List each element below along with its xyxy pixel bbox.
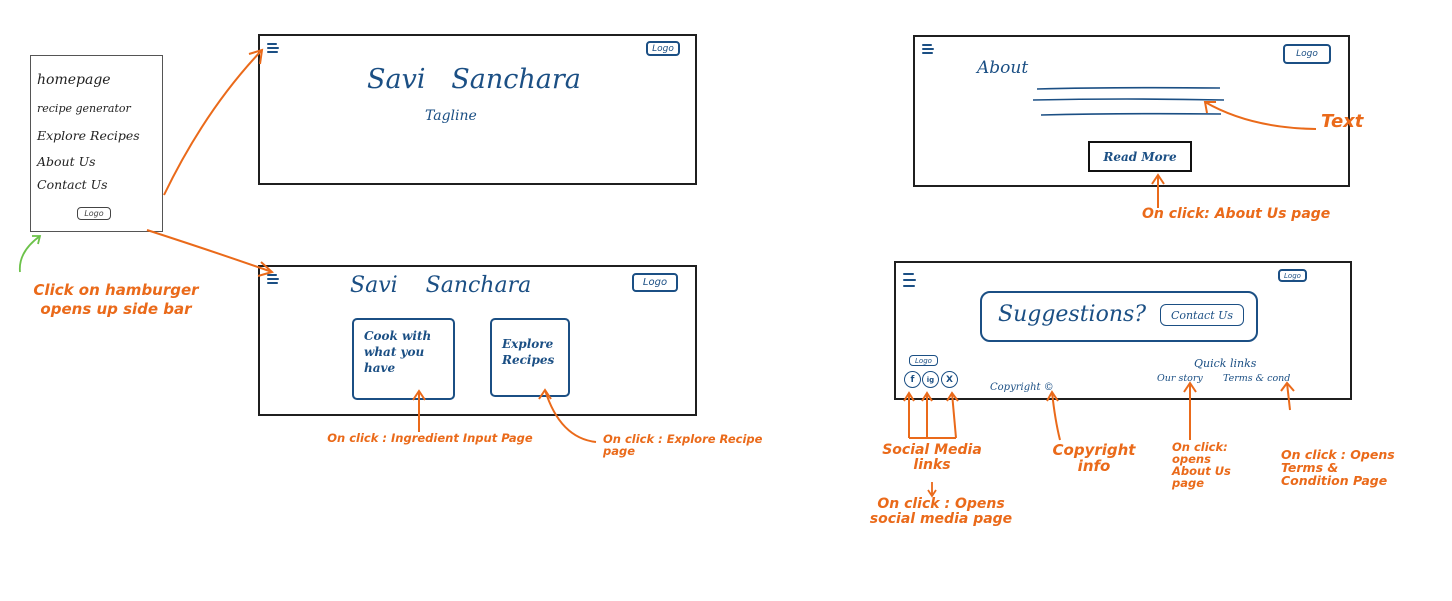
about-click-note: On click: About Us page: [1142, 206, 1331, 222]
sidebar-sketch: homepage recipe generator Explore Recipe…: [30, 55, 163, 232]
our-story-note: On click: opens About Us page: [1172, 440, 1231, 491]
explore-note: On click : Explore Recipe page: [603, 432, 763, 459]
sidebar-item-about-us[interactable]: About Us: [37, 154, 96, 169]
home-sketch: Logo Savi Sanchara Cook with what you ha…: [258, 265, 697, 416]
hero-title: Savi Sanchara: [367, 64, 581, 95]
link-terms[interactable]: Terms & cond: [1223, 373, 1291, 384]
sidebar-item-contact-us[interactable]: Contact Us: [37, 177, 108, 192]
sidebar-item-explore-recipes[interactable]: Explore Recipes: [37, 128, 140, 143]
facebook-icon[interactable]: f: [904, 371, 921, 388]
terms-note: On click : Opens Terms & Condition Page: [1281, 447, 1395, 489]
hamburger-icon[interactable]: [267, 274, 279, 284]
ingredient-note: On click : Ingredient Input Page: [327, 431, 533, 445]
quick-links-title: Quick links: [1194, 357, 1257, 370]
about-logo: Logo: [1283, 44, 1331, 64]
explore-recipes-card[interactable]: Explore Recipes: [490, 318, 570, 397]
text-note: Text: [1321, 111, 1364, 132]
read-more-button[interactable]: Read More: [1088, 141, 1192, 172]
social-click-note: On click : Opens social media page: [869, 496, 1013, 527]
instagram-icon[interactable]: ig: [922, 371, 939, 388]
hero-tagline: Tagline: [425, 108, 477, 124]
hamburger-icon[interactable]: [267, 43, 279, 53]
hamburger-icon[interactable]: [903, 273, 916, 287]
about-text-lines: [1032, 86, 1225, 116]
contact-us-button[interactable]: Contact Us: [1160, 304, 1244, 326]
sidebar-item-homepage[interactable]: homepage: [37, 72, 111, 88]
x-twitter-icon[interactable]: X: [941, 371, 958, 388]
home-title: Savi Sanchara: [350, 273, 532, 298]
link-our-story[interactable]: Our story: [1157, 373, 1203, 384]
home-logo: Logo: [632, 273, 678, 292]
suggestions-banner: Suggestions? Contact Us: [980, 291, 1258, 342]
sidebar-logo: Logo: [77, 207, 111, 220]
hamburger-icon[interactable]: [922, 44, 934, 54]
social-note: Social Media links: [882, 442, 982, 473]
suggestions-text: Suggestions?: [998, 302, 1147, 327]
copyright-note: Copyright info: [1052, 441, 1136, 475]
copyright-text: Copyright ©: [990, 382, 1054, 393]
about-heading: About: [977, 58, 1029, 78]
cook-with-what-you-have-card[interactable]: Cook with what you have: [352, 318, 455, 400]
social-icons: f ig X: [904, 371, 966, 389]
hero-logo: Logo: [646, 41, 680, 56]
footer-logo: Logo: [909, 355, 938, 366]
hero-sketch: Logo Savi Sanchara Tagline: [258, 34, 697, 185]
hamburger-note: Click on hamburger opens up side bar: [33, 281, 199, 318]
about-sketch: Logo About Read More: [913, 35, 1350, 187]
footer-top-logo: Logo: [1278, 269, 1307, 282]
sidebar-item-recipe-generator[interactable]: recipe generator: [37, 102, 131, 115]
footer-sketch: Logo Suggestions? Contact Us Logo f ig X…: [894, 261, 1352, 400]
